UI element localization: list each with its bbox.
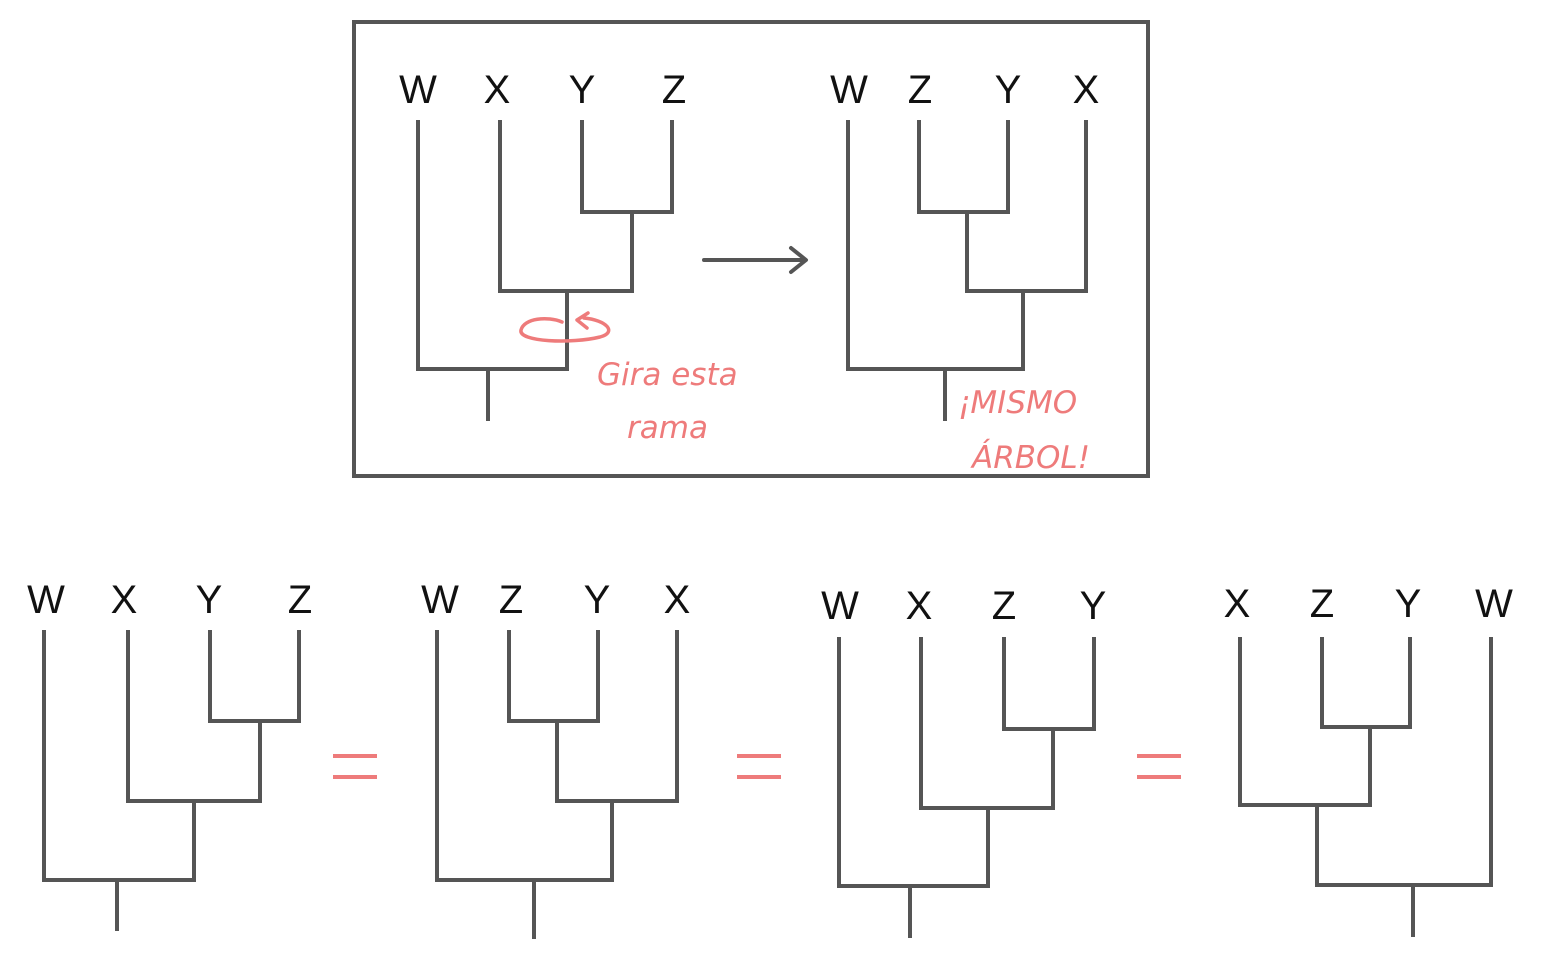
leaf-label: Z — [662, 68, 686, 112]
tree-4: X Z Y W — [1224, 582, 1513, 937]
tree-2: W Z Y X — [421, 578, 690, 939]
leaf-label: W — [1475, 582, 1513, 626]
leaf-label: W — [821, 584, 859, 628]
inset-tree-before: W X Y Z — [399, 68, 686, 421]
equals-sign-icon — [737, 754, 781, 779]
leaf-label: W — [27, 578, 65, 622]
equals-sign-icon — [1137, 754, 1181, 779]
same-tree-note-line-1: ¡MISMO — [958, 385, 1077, 421]
tree-branches — [1238, 637, 1493, 937]
tree-branches — [837, 637, 1096, 938]
leaf-label: X — [1224, 582, 1251, 626]
tree-branches — [435, 630, 679, 939]
leaf-label: Z — [288, 578, 312, 622]
leaf-label: X — [484, 68, 511, 112]
leaf-label: Y — [1080, 584, 1107, 628]
tree-branches — [42, 630, 301, 931]
rotate-arrow-icon — [519, 311, 611, 343]
same-tree-note-line-2: ÁRBOL! — [970, 440, 1090, 476]
leaf-label: Y — [569, 68, 596, 112]
inset-tree-after: W Z Y X — [830, 68, 1099, 421]
leaf-label: Y — [1395, 582, 1422, 626]
tree-branches — [846, 120, 1088, 421]
leaf-label: X — [111, 578, 138, 622]
rotate-note-line-2: rama — [627, 410, 708, 446]
leaf-label: X — [1073, 68, 1100, 112]
leaf-label: Y — [995, 68, 1022, 112]
leaf-label: X — [664, 578, 691, 622]
leaf-label: Z — [499, 578, 523, 622]
leaf-label: Y — [196, 578, 223, 622]
right-arrow-icon — [702, 246, 808, 274]
leaf-label: Y — [584, 578, 611, 622]
rotate-note-line-1: Gira esta — [597, 357, 738, 393]
tree-branches — [416, 120, 674, 421]
leaf-label: Z — [992, 584, 1016, 628]
inset-frame — [352, 20, 1150, 478]
leaf-label: W — [830, 68, 868, 112]
tree-1: W X Y Z — [27, 578, 312, 931]
leaf-label: W — [399, 68, 437, 112]
equals-sign-icon — [333, 754, 377, 779]
leaf-label: Z — [908, 68, 932, 112]
leaf-label: X — [906, 584, 933, 628]
leaf-label: W — [421, 578, 459, 622]
tree-3: W X Z Y — [821, 584, 1106, 938]
leaf-label: Z — [1310, 582, 1334, 626]
